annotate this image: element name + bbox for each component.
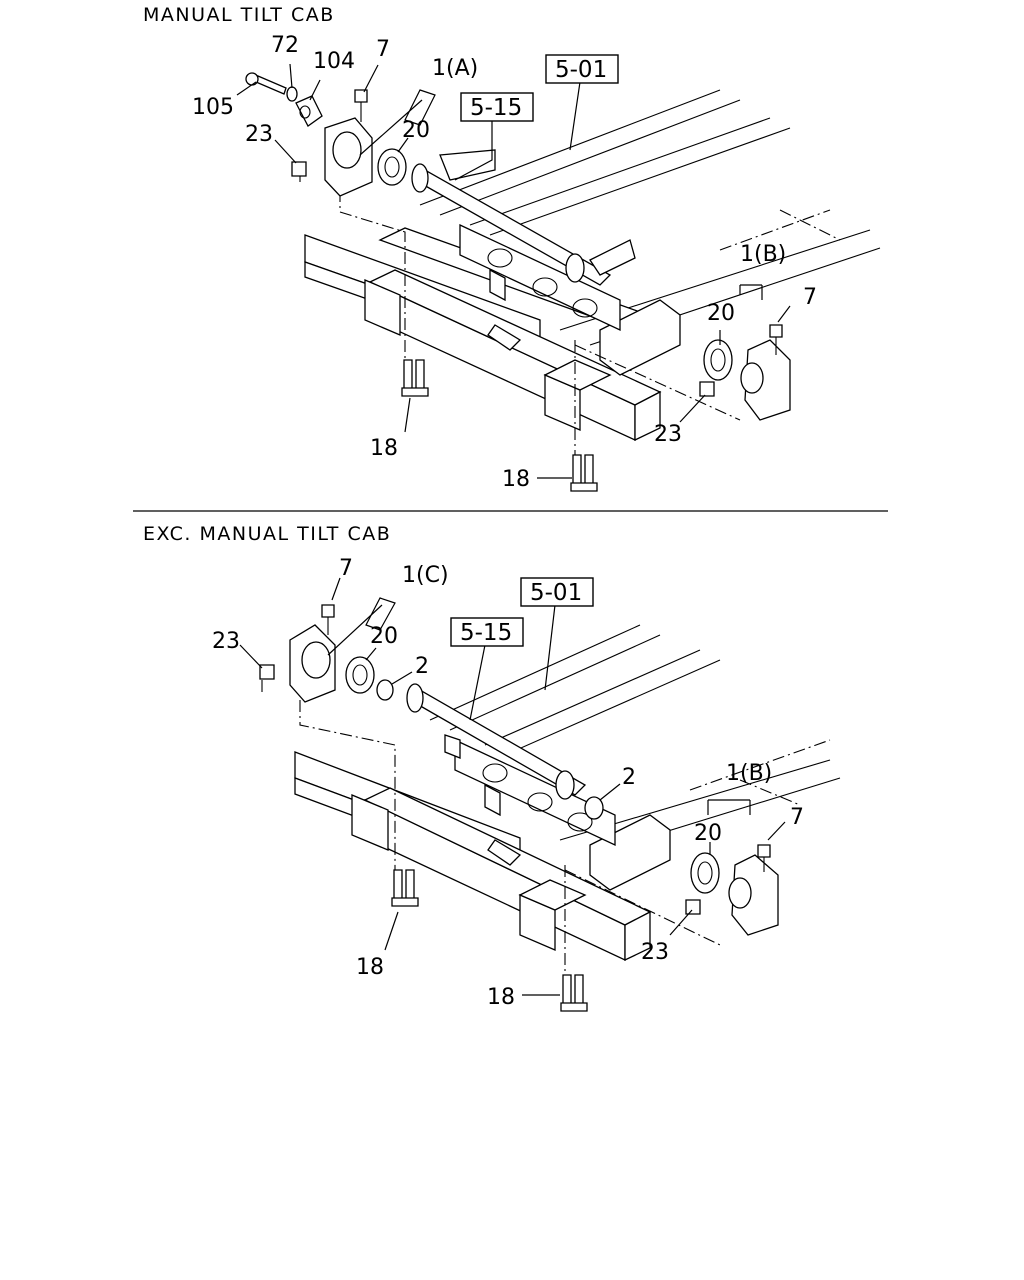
section-exc-manual-tilt-cab: EXC. MANUAL TILT CAB [143, 523, 841, 1012]
bush-20-part [345, 656, 375, 694]
nut-23-part [259, 664, 275, 680]
callout-1b: 1(B) [740, 242, 786, 267]
alignment-lines [299, 170, 841, 470]
leader-lines [239, 577, 786, 996]
chassis-frame [294, 624, 841, 962]
callout-2-right: 2 [622, 765, 636, 790]
callout-18: 18 [370, 436, 398, 461]
callout-72: 72 [271, 33, 299, 58]
callout-20-right: 20 [707, 301, 735, 326]
ref-5-01-box [545, 54, 619, 84]
callout-labels: 7 1(C) 23 20 2 2 1(B) 20 7 23 18 18 [212, 556, 804, 1010]
callout-105: 105 [192, 95, 234, 120]
alignment-lines [261, 680, 831, 985]
callout-labels: 105 72 104 7 1(A) 23 20 1(B) 20 7 23 18 … [192, 33, 817, 492]
chassis-frame [304, 89, 881, 442]
callout-23-right: 23 [641, 940, 669, 965]
right-mount-assembly [584, 796, 779, 936]
callout-20: 20 [370, 624, 398, 649]
callout-7-right: 7 [790, 805, 804, 830]
callout-2: 2 [415, 654, 429, 679]
left-mount-assembly [259, 604, 588, 1012]
callout-7: 7 [339, 556, 353, 581]
collar-2-part [376, 679, 394, 701]
ref-5-01-label: 5-01 [530, 580, 582, 606]
bolt-7-head [354, 89, 368, 103]
callout-23-right: 23 [654, 422, 682, 447]
callout-7-right: 7 [803, 285, 817, 310]
callout-1b: 1(B) [726, 761, 772, 786]
callout-20: 20 [402, 118, 430, 143]
callout-18: 18 [356, 955, 384, 980]
section-title: EXC. MANUAL TILT CAB [143, 523, 391, 545]
ref-5-01-label: 5-01 [555, 57, 607, 83]
ref-5-15-box [460, 92, 534, 122]
ref-5-01-box [520, 577, 594, 607]
bolt-105-part [255, 75, 287, 95]
callout-23: 23 [212, 629, 240, 654]
washer-72-part [286, 86, 298, 102]
callout-7: 7 [376, 37, 390, 62]
leader-lines [236, 63, 791, 479]
callout-104: 104 [313, 49, 355, 74]
collar-2-right-part [584, 796, 604, 820]
callout-23: 23 [245, 122, 273, 147]
section-manual-tilt-cab: MANUAL TILT CAB [143, 4, 881, 492]
ref-5-15-label: 5-15 [470, 95, 522, 121]
ref-5-15-box [450, 617, 524, 647]
right-mount-assembly [699, 324, 791, 421]
callout-1a: 1(A) [432, 56, 478, 81]
ref-5-15-label: 5-15 [460, 620, 512, 646]
callout-1c: 1(C) [402, 563, 449, 588]
callout-18-lower: 18 [502, 467, 530, 492]
callout-20-right: 20 [694, 821, 722, 846]
reference-boxes: 5-01 5-15 [450, 577, 594, 647]
callout-18-lower: 18 [487, 985, 515, 1010]
left-mount-assembly [245, 72, 598, 492]
bolt-head [245, 72, 259, 86]
bush-20-part [377, 148, 407, 186]
section-title: MANUAL TILT CAB [143, 4, 335, 26]
reference-boxes: 5-01 5-15 [460, 54, 619, 122]
nut-23-part [291, 161, 307, 177]
